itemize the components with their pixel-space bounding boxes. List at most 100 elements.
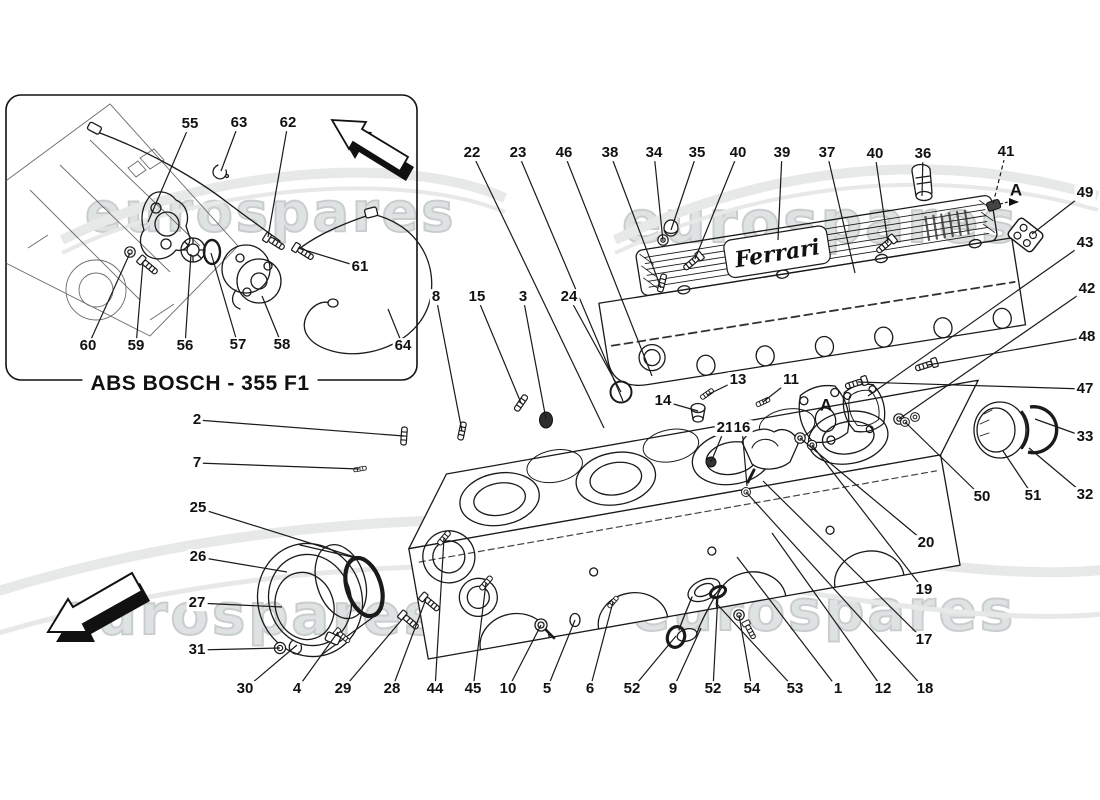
callout-60-4: 60 (77, 337, 99, 355)
leader-line-44 (434, 537, 445, 690)
snap-ring-32-33 (1027, 405, 1059, 455)
callout-51-29: 51 (1022, 487, 1044, 505)
callout-62-2: 62 (277, 114, 299, 132)
callout-10-44: 10 (497, 680, 519, 698)
callout-4-49: 4 (290, 680, 304, 698)
callout-38-13: 38 (599, 144, 621, 162)
callout-32-28: 32 (1074, 486, 1096, 504)
leader-line-58 (261, 295, 283, 346)
leader-line-57 (210, 252, 239, 346)
leader-line-22 (471, 152, 605, 429)
callout-54-38: 54 (741, 680, 763, 698)
callout-3-59: 3 (516, 288, 530, 306)
callout-22-10: 22 (461, 144, 483, 162)
cap-nut-35 (663, 219, 679, 237)
callout-48-25: 48 (1076, 328, 1098, 346)
abs-oring (202, 238, 222, 266)
callout-33-27: 33 (1074, 428, 1096, 446)
callout-19-32: 19 (913, 581, 935, 599)
leader-line-1 (736, 556, 839, 690)
direction-arrow-main (46, 571, 150, 642)
leader-line-28 (391, 598, 427, 690)
leader-line-29 (342, 615, 406, 690)
callout-9-40: 9 (666, 680, 680, 698)
leader-line-45 (472, 582, 487, 690)
view-label-A-1: A (819, 395, 833, 415)
leader-line-38 (609, 152, 662, 289)
leader-line-52 (631, 635, 677, 690)
leader-line-59 (135, 261, 144, 347)
leader-line-3 (522, 296, 547, 420)
leader-line-50 (904, 421, 983, 498)
abs-hose (294, 206, 433, 355)
callout-21-64: 21 (714, 419, 736, 437)
oring-52b (708, 584, 728, 600)
leader-line-46 (563, 152, 653, 377)
intake-coupling (256, 542, 385, 658)
leader-line-40 (874, 153, 889, 244)
callout-28-47: 28 (381, 680, 403, 698)
callout-15-58: 15 (466, 288, 488, 306)
clip-30 (288, 639, 303, 655)
callout-37-18: 37 (816, 144, 838, 162)
leader-line-8 (435, 296, 463, 432)
callout-43-23: 43 (1074, 234, 1096, 252)
callout-36-20: 36 (912, 145, 934, 163)
inset-caption: ABS BOSCH - 355 F1 (82, 372, 318, 396)
callout-17-33: 17 (913, 631, 935, 649)
callout-16-65: 16 (731, 419, 753, 437)
oring-52a (665, 625, 687, 649)
callout-53-37: 53 (784, 680, 806, 698)
callout-14-63: 14 (652, 392, 674, 410)
callout-31-51: 31 (186, 641, 208, 659)
abs-clip-63 (212, 164, 230, 180)
callout-44-46: 44 (424, 680, 446, 698)
connector-49 (1007, 217, 1044, 253)
callout-8-57: 8 (429, 288, 443, 306)
callout-63-1: 63 (228, 114, 250, 132)
leader-line-16 (741, 427, 748, 487)
leader-line-24 (568, 296, 622, 393)
callout-24-60: 24 (558, 288, 580, 306)
leader-line-54 (738, 614, 753, 690)
leader-line-19 (811, 444, 925, 591)
leader-line-25 (197, 507, 365, 561)
abs-sensor-cable (86, 121, 281, 242)
callout-12-35: 12 (872, 680, 894, 698)
callout-50-30: 50 (971, 488, 993, 506)
leader-line-17 (762, 480, 925, 641)
leader-line-40 (694, 152, 739, 260)
engine-block-ghost (6, 103, 239, 337)
leader-line-20 (799, 437, 927, 544)
callout-40-16: 40 (727, 144, 749, 162)
leader-line-7 (196, 462, 360, 470)
callout-46-12: 46 (553, 144, 575, 162)
bearing-cap (741, 428, 799, 484)
callout-40-19: 40 (864, 145, 886, 163)
callout-6-42: 6 (583, 680, 597, 698)
gasket-flange-a (798, 384, 850, 445)
callout-34-14: 34 (643, 144, 665, 162)
view-label-A-0: A (1009, 180, 1023, 200)
seal-ring-25 (343, 555, 385, 619)
callout-11-62: 11 (781, 371, 801, 389)
leader-line-2 (196, 419, 405, 437)
leader-line-34 (653, 152, 664, 242)
rear-cap-51 (973, 401, 1030, 459)
callout-42-24: 42 (1076, 280, 1098, 298)
callout-7-55: 7 (190, 454, 204, 472)
callout-39-17: 39 (771, 144, 793, 162)
leader-line-10 (507, 624, 542, 690)
abs-inset-box (5, 94, 433, 381)
callout-25-54: 25 (187, 499, 209, 517)
callout-45-45: 45 (462, 680, 484, 698)
leader-line-31 (196, 647, 281, 651)
callout-56-6: 56 (174, 337, 196, 355)
callout-23-11: 23 (507, 144, 529, 162)
callout-52-39: 52 (702, 680, 724, 698)
callout-58-8: 58 (271, 336, 293, 354)
callout-52-41: 52 (621, 680, 643, 698)
